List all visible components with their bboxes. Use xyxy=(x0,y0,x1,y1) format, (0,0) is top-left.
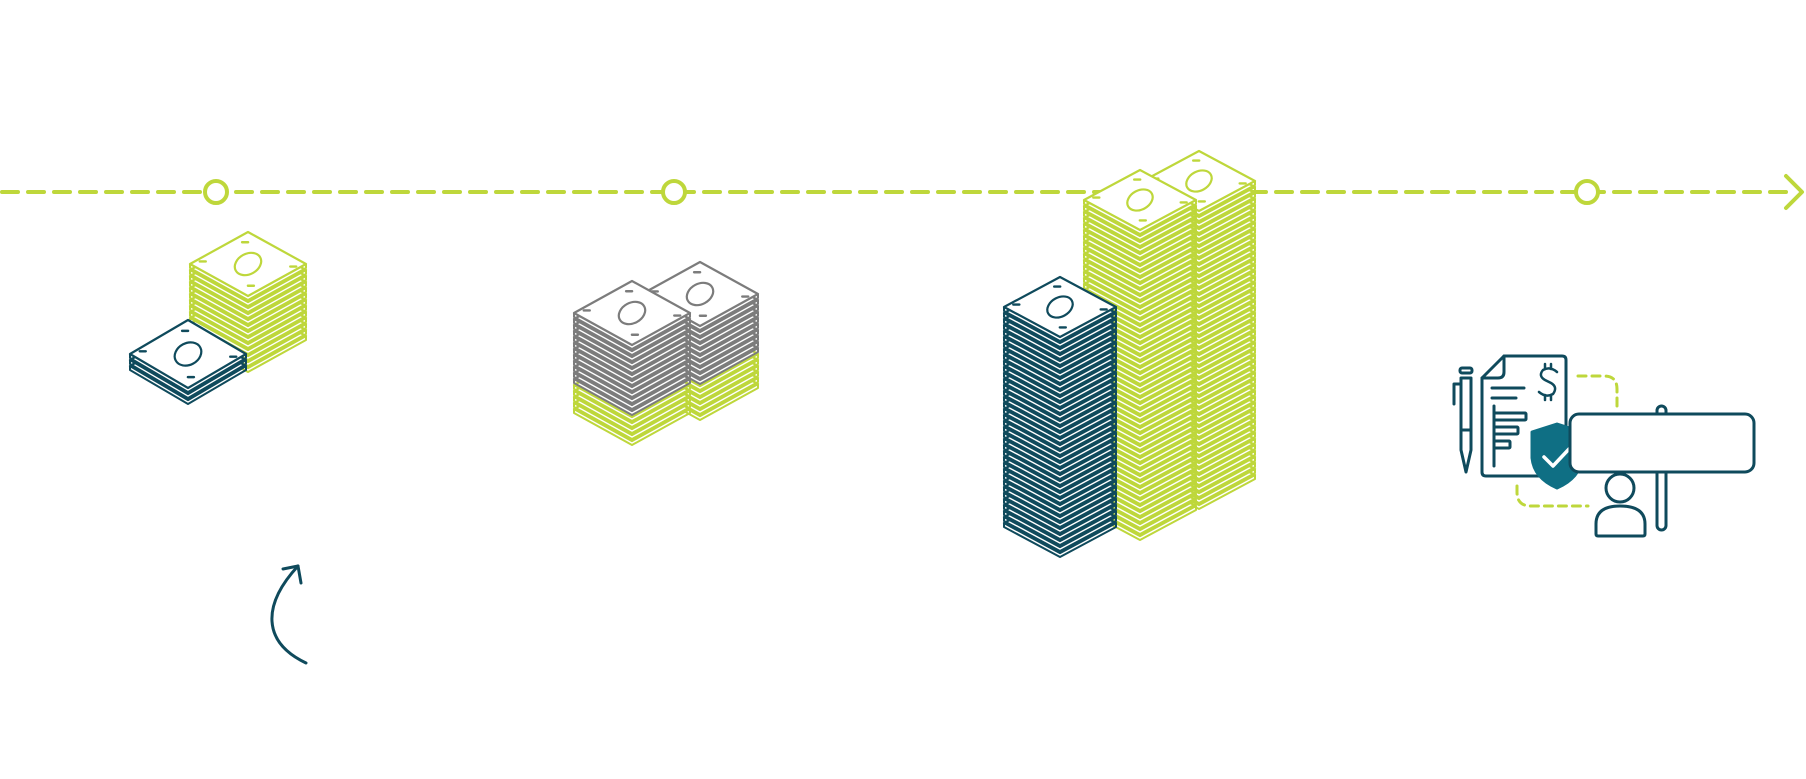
stack-group-1-lime xyxy=(188,230,308,373)
timeline xyxy=(0,174,1804,210)
money-bill-top xyxy=(1082,168,1198,235)
arrow-right-icon xyxy=(1784,174,1804,210)
stack-group-2-front xyxy=(572,279,692,446)
stack-group-1-navy xyxy=(128,318,248,405)
milestone-1 xyxy=(203,179,229,205)
money-bill-top xyxy=(188,230,308,301)
connector-top xyxy=(1576,374,1619,412)
document-icon xyxy=(1480,354,1568,478)
sign-label xyxy=(1572,414,1752,472)
milestone-3 xyxy=(1574,179,1600,205)
sign-board-icon xyxy=(1568,404,1756,532)
contract-illustration xyxy=(1452,354,1756,538)
connector-bottom xyxy=(1515,484,1590,508)
money-bill-top xyxy=(572,279,692,350)
money-bill-top xyxy=(128,318,248,393)
curved-arrow-icon xyxy=(270,564,308,665)
stack-group-3-navy xyxy=(1002,275,1118,558)
dollar-icon xyxy=(1537,362,1559,402)
money-stacks xyxy=(128,149,1257,558)
money-bill-top xyxy=(1002,275,1118,342)
milestone-2 xyxy=(661,179,687,205)
pen-icon xyxy=(1452,366,1474,474)
person-icon xyxy=(1594,472,1647,538)
